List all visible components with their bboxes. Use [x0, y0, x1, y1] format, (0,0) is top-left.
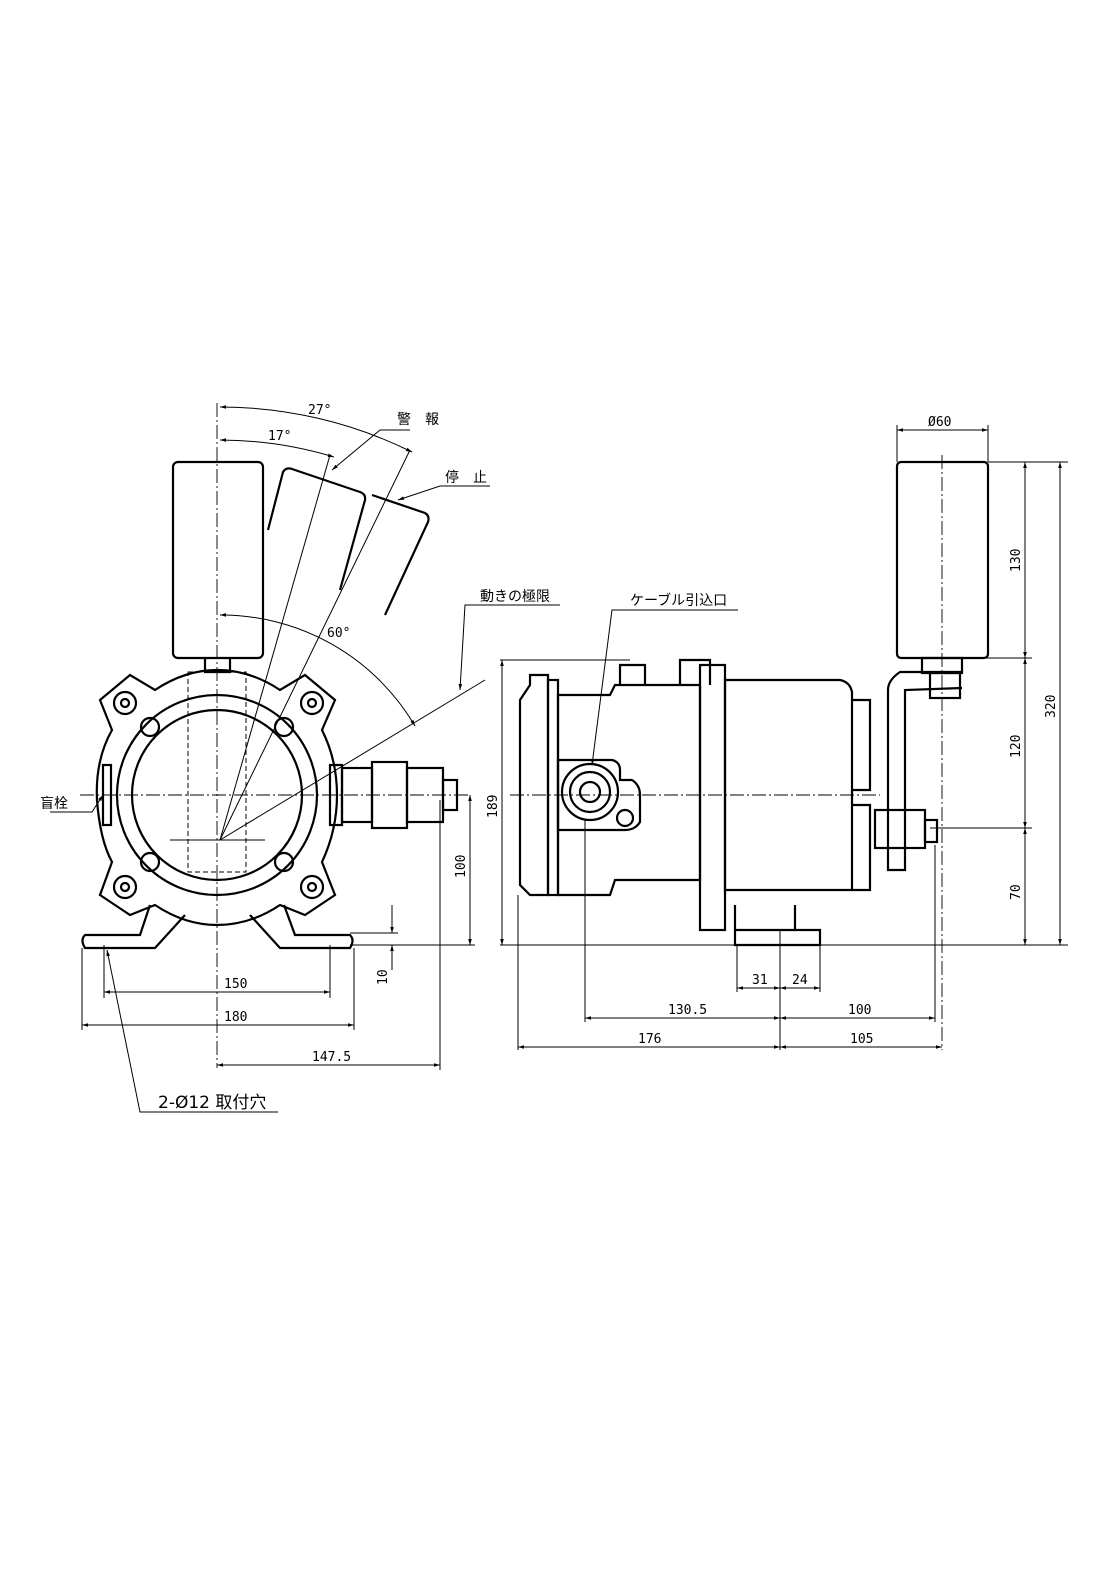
dim-120: 120	[1009, 735, 1024, 758]
float-vertical	[171, 460, 265, 660]
dim-130: 130	[1009, 549, 1024, 572]
dim-dia-60: Ø60	[928, 415, 951, 430]
dim-180: 180	[224, 1010, 247, 1025]
angle-17-label: 17°	[268, 429, 291, 444]
mount-holes-label: 2-Ø12 取付穴	[158, 1093, 266, 1113]
alarm-label: 警 報	[397, 412, 439, 428]
dim-24: 24	[792, 973, 808, 988]
foot-right	[249, 904, 354, 950]
dim-150: 150	[224, 977, 247, 992]
side-view	[500, 425, 1068, 1050]
cable-entry	[560, 762, 620, 822]
angle-60-label: 60°	[327, 626, 350, 641]
dim-130-5: 130.5	[668, 1003, 707, 1018]
foot-left	[81, 904, 186, 950]
dim-100-side: 100	[848, 1003, 871, 1018]
stop-label: 停 止	[445, 469, 487, 486]
cable-entry-label: ケーブル引込口	[630, 592, 727, 609]
limit-label: 動きの極限	[480, 589, 550, 605]
bolts	[112, 690, 325, 900]
cable-gland	[328, 760, 459, 830]
dim-100-front: 100	[454, 855, 469, 878]
float-side	[895, 460, 990, 660]
angle-27-label: 27°	[308, 403, 331, 418]
dim-105: 105	[850, 1032, 873, 1047]
dim-320: 320	[1044, 695, 1059, 718]
float-stop-position	[371, 493, 430, 616]
float-alarm-position	[266, 467, 367, 591]
dim-10: 10	[376, 969, 391, 985]
housing	[95, 668, 339, 927]
dim-70: 70	[1009, 884, 1024, 900]
front-view	[50, 403, 560, 1113]
bracket	[886, 670, 963, 872]
blind-plug-label: 盲栓	[40, 795, 68, 812]
dim-176: 176	[638, 1032, 661, 1047]
dim-31: 31	[752, 973, 768, 988]
dim-147-5: 147.5	[312, 1050, 351, 1065]
dim-189: 189	[486, 795, 501, 818]
